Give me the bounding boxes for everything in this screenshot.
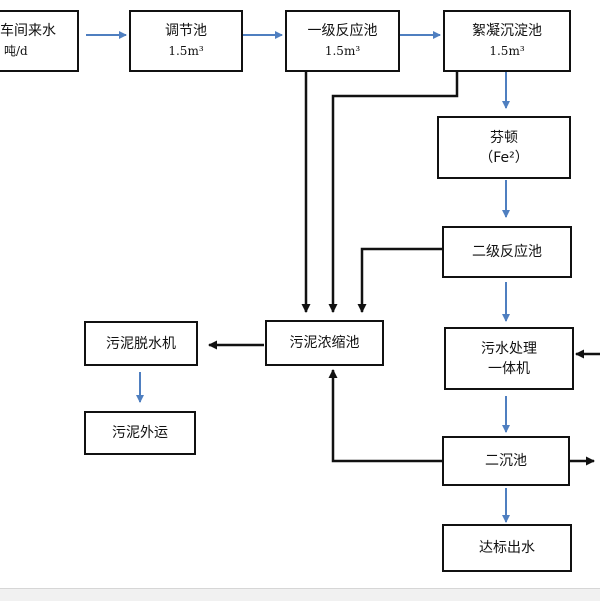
effluent-box: 达标出水: [442, 524, 572, 572]
secondary-reaction-tank-title: 二级反应池: [472, 244, 542, 260]
equalization-tank-title: 调节池: [165, 23, 207, 39]
integrated-treatment-unit-line2: 一体机: [488, 360, 530, 377]
primary-reaction-tank-box: 一级反应池 1.5m³: [285, 10, 400, 72]
fenton-subtitle: （Fe²）: [479, 149, 529, 166]
sludge-line-flocculation-to-thickener: [328, 65, 459, 313]
inflow-box: 车间来水 吨/d: [0, 10, 79, 72]
inflow-rate-unit: 吨/d: [4, 44, 28, 58]
inflow-label: 车间来水: [0, 23, 56, 39]
fenton-box: 芬顿 （Fe²）: [437, 116, 571, 179]
sludge-dewatering-machine-box: 污泥脱水机: [84, 321, 198, 366]
secondary-settling-tank-title: 二沉池: [485, 453, 527, 469]
integrated-treatment-unit-box: 污水处理 一体机: [444, 327, 574, 390]
sludge-thickener-title: 污泥浓缩池: [289, 335, 360, 351]
integrated-treatment-unit-line1: 污水处理: [481, 340, 537, 357]
sludge-dewatering-machine-title: 污泥脱水机: [106, 335, 176, 352]
sludge-thickener-box: 污泥浓缩池: [265, 320, 384, 366]
secondary-reaction-tank-box: 二级反应池: [442, 226, 572, 278]
flocculation-settling-tank-title: 絮凝沉淀池: [472, 23, 542, 39]
primary-reaction-tank-title: 一级反应池: [307, 23, 378, 39]
sludge-outbound-box: 污泥外运: [84, 411, 196, 455]
bottom-scrollbar[interactable]: [0, 588, 600, 601]
sludge-outbound-title: 污泥外运: [112, 425, 168, 441]
equalization-tank-volume: 1.5m³: [168, 44, 204, 58]
flocculation-settling-tank-volume: 1.5m³: [489, 44, 525, 58]
sludge-line-secondary-settling-to-thickener: [328, 369, 443, 463]
effluent-title: 达标出水: [479, 540, 535, 556]
flocculation-settling-tank-box: 絮凝沉淀池 1.5m³: [443, 10, 571, 72]
equalization-tank-box: 调节池 1.5m³: [129, 10, 243, 72]
fenton-title: 芬顿: [490, 129, 518, 146]
secondary-settling-tank-box: 二沉池: [442, 436, 570, 486]
sludge-line-secondary-reaction-to-thickener: [357, 247, 443, 313]
primary-reaction-tank-volume: 1.5m³: [324, 44, 361, 58]
